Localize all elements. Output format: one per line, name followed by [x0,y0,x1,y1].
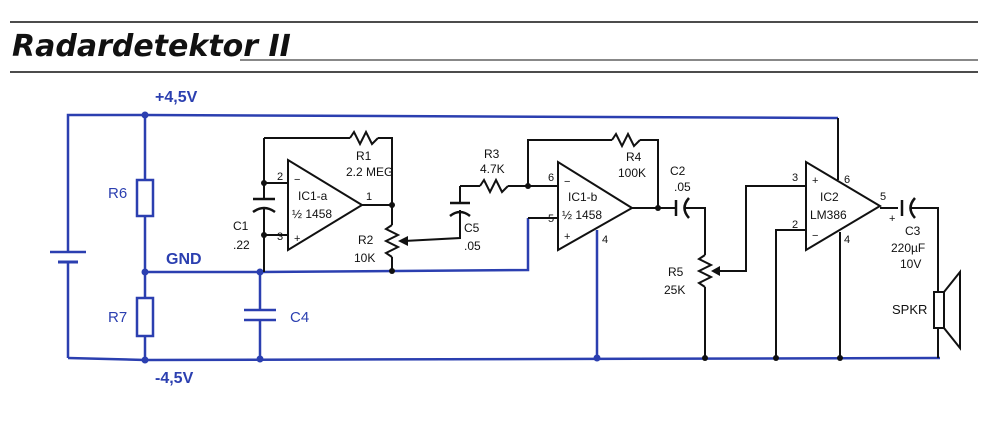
ic1a-feedback-left [263,138,288,184]
r2-value: 10K [354,251,375,265]
svg-text:5: 5 [880,191,886,203]
ic1a-part: ½ 1458 [292,207,332,221]
page-title: Radardetektor II [12,29,291,64]
r6-label: R6 [108,185,127,202]
c1-value: .22 [233,238,250,252]
r3-value: 4.7K [480,162,505,176]
battery-symbol [50,250,86,358]
r2-label: R2 [358,233,374,247]
svg-text:2: 2 [792,219,798,231]
r7-resistor [135,296,155,338]
positive-rail-label: +4,5V [155,89,198,106]
r3-label: R3 [484,147,500,161]
speaker-label: SPKR [892,302,927,317]
ic1b-label: IC1-b [568,190,598,204]
ic1a-label: IC1-a [298,189,328,203]
power-supply: +4,5V GND -4,5V R6 R7 C4 [50,89,941,387]
svg-text:−: − [294,174,300,186]
speaker-cone-icon [943,269,961,351]
r1-value: 2.2 MEG [346,165,393,179]
c2-value: .05 [674,180,691,194]
svg-text:−: − [564,176,570,188]
ic2-label: IC2 [820,190,839,204]
svg-text:+: + [812,175,818,187]
svg-text:+: + [294,233,300,245]
c4-label: C4 [290,309,309,326]
r2-potentiometer [383,224,401,258]
c2-label: C2 [670,164,686,178]
svg-text:3: 3 [277,231,283,243]
positive-rail [66,113,839,252]
negative-rail-label: -4,5V [155,370,194,387]
svg-text:−: − [812,230,818,242]
r7-label: R7 [108,309,127,326]
c3-value: 220µF [891,241,925,255]
ic2-opamp [805,160,882,252]
r1-resistor [349,129,379,147]
r4-label: R4 [626,150,642,164]
r4-value: 100K [618,166,646,180]
r5-potentiometer [696,254,714,288]
ic1b-part: ½ 1458 [562,208,602,222]
c1-label: C1 [233,219,249,233]
negative-rail [67,356,941,362]
r4-resistor [611,131,641,149]
r1-label: R1 [356,149,372,163]
ground-label: GND [166,251,202,268]
svg-text:6: 6 [844,174,850,186]
svg-text:6: 6 [548,172,554,184]
signal-circuit: − + IC1-a ½ 1458 2 3 C1 .22 R1 2.2 MEG 1 [233,118,961,361]
c5-label: C5 [464,221,480,235]
svg-text:3: 3 [792,172,798,184]
r6-resistor [135,178,155,218]
svg-text:2: 2 [277,171,283,183]
r5-label: R5 [668,265,684,279]
c3-label: C3 [905,224,921,238]
svg-text:+: + [564,231,570,243]
svg-text:+: + [889,213,895,225]
ic2-part: LM386 [810,208,847,222]
r5-value: 25K [664,283,685,297]
c5-value: .05 [464,239,481,253]
ic1b-opamp [557,160,634,252]
r3-resistor [479,177,509,195]
svg-text:4: 4 [602,234,608,246]
svg-text:1: 1 [366,191,372,203]
c3-voltage: 10V [900,257,921,271]
ic1a-opamp [287,158,364,252]
speaker-icon [933,291,945,329]
svg-text:4: 4 [844,234,850,246]
